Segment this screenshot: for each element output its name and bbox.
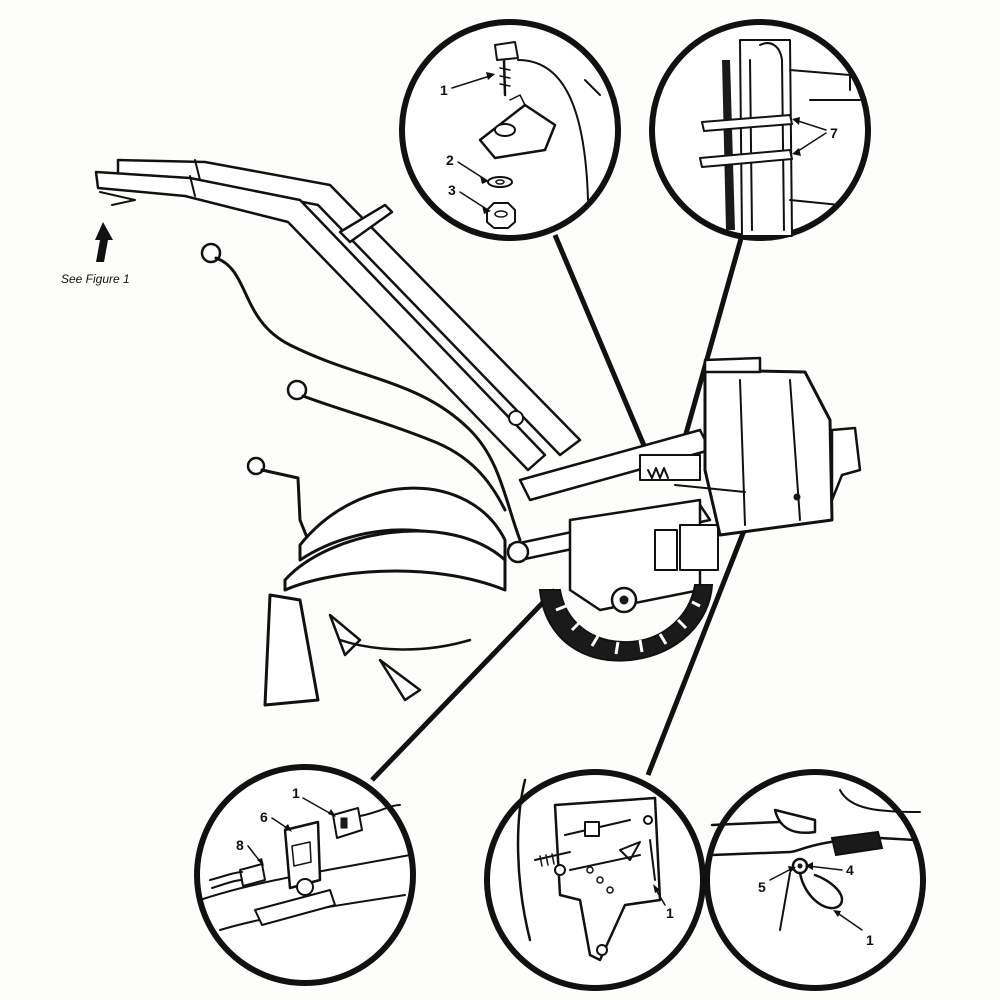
cable-knob [508,410,524,426]
callout-label: 1 [440,82,448,98]
detail-circle-top-right: 7 [649,19,871,241]
arrow-up-icon [95,222,113,262]
control-cables [200,242,524,547]
callout-label: 6 [260,809,268,825]
tiller-machine [94,158,862,707]
leader-beam-top-left [552,234,651,456]
callout-label: 4 [846,862,854,878]
see-figure-reference: See Figure 1 [61,222,130,286]
frame-linkage [506,428,719,614]
detail-circle-bottom-center: 1 [484,769,706,991]
callout-label: 1 [666,905,674,921]
leader-beam-top-right [677,234,745,456]
detail-circle-bottom-left: 1 6 8 [194,764,416,986]
callout-label: 8 [236,837,244,853]
throttle-linkage [639,454,746,493]
callout-label: 1 [292,785,300,801]
tine-shield [263,486,507,707]
drive-wheel [538,584,714,662]
handlebars [94,158,582,472]
leader-beam-bottom-left [370,588,557,782]
see-figure-label: See Figure 1 [61,272,130,286]
detail-circle-bottom-right: 5 4 1 [704,769,926,991]
callout-label: 1 [866,932,874,948]
cable-knob [246,456,266,476]
leader-beams [370,234,763,782]
leader-beam-bottom-center [645,489,763,776]
engine-block [703,356,862,537]
callout-label: 2 [446,152,454,168]
detail-circle-top-left: 1 2 3 [399,19,621,241]
callout-label: 3 [448,182,456,198]
callout-label: 7 [830,125,838,141]
callout-label: 5 [758,879,766,895]
cable-knob [286,379,308,401]
